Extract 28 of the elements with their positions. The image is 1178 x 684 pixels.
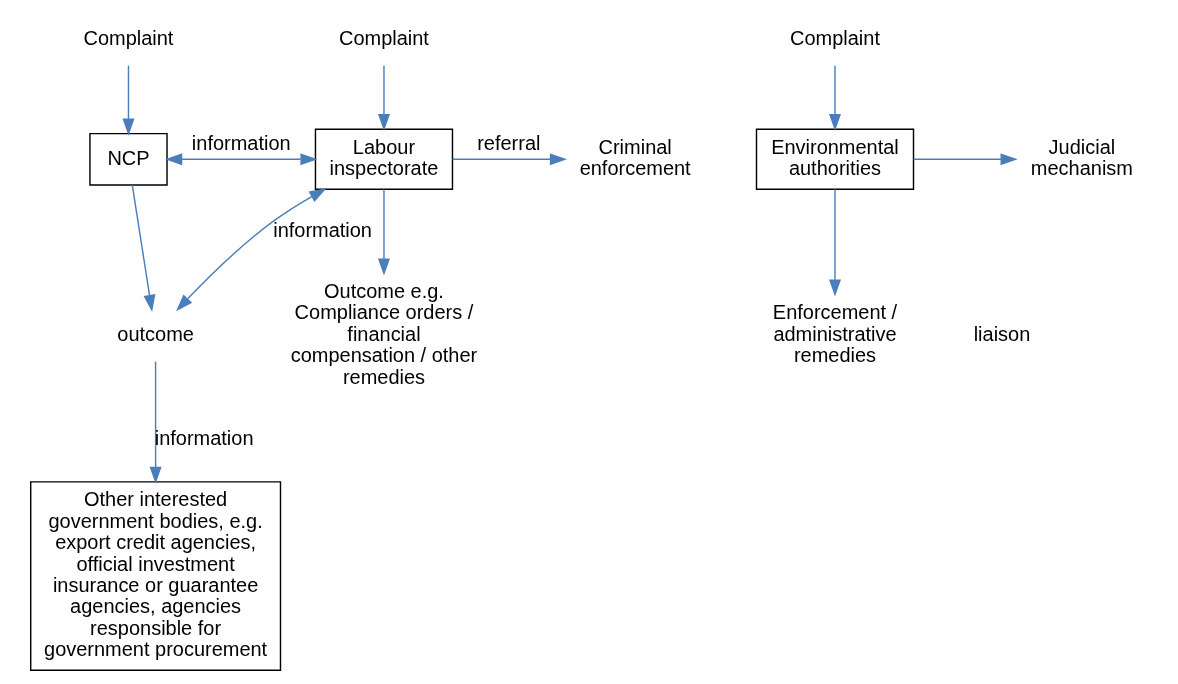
arrow xyxy=(149,360,162,484)
edge-label: information xyxy=(191,131,291,154)
arrow xyxy=(377,64,390,132)
arrow xyxy=(828,64,841,132)
arrow xyxy=(164,153,318,166)
node-text: Outcome e.g. Compliance orders / financial compensation / other remedies xyxy=(290,280,477,388)
edge-label: information xyxy=(272,218,372,241)
node-box: Other interested government bodies, e.g. export credit agencies, official investment insurance or guarantee agencies, agencies responsible for government procurement xyxy=(29,481,281,671)
node-text: Judicial mechanism xyxy=(1030,135,1133,180)
node-text: Complaint xyxy=(83,26,173,49)
arrow xyxy=(121,64,134,136)
node-text: Criminal enforcement xyxy=(579,135,691,180)
label: liaison xyxy=(973,322,1030,345)
arrow xyxy=(131,184,155,312)
arrow xyxy=(377,188,390,276)
node-box: Environmental authorities xyxy=(755,128,914,190)
node-text: Enforcement / administrative remedies xyxy=(772,301,897,367)
node-text: outcome xyxy=(116,322,194,345)
arrow xyxy=(912,153,1018,166)
arrow xyxy=(451,153,567,166)
node-text: Complaint xyxy=(338,26,429,49)
edge-label: information xyxy=(154,427,254,450)
edge-label: referral xyxy=(476,131,540,154)
node-box: NCP xyxy=(88,132,168,186)
arrow xyxy=(175,188,326,312)
node-text: Complaint xyxy=(789,26,880,49)
arrow xyxy=(828,188,841,297)
node-box: Labour inspectorate xyxy=(314,128,453,190)
